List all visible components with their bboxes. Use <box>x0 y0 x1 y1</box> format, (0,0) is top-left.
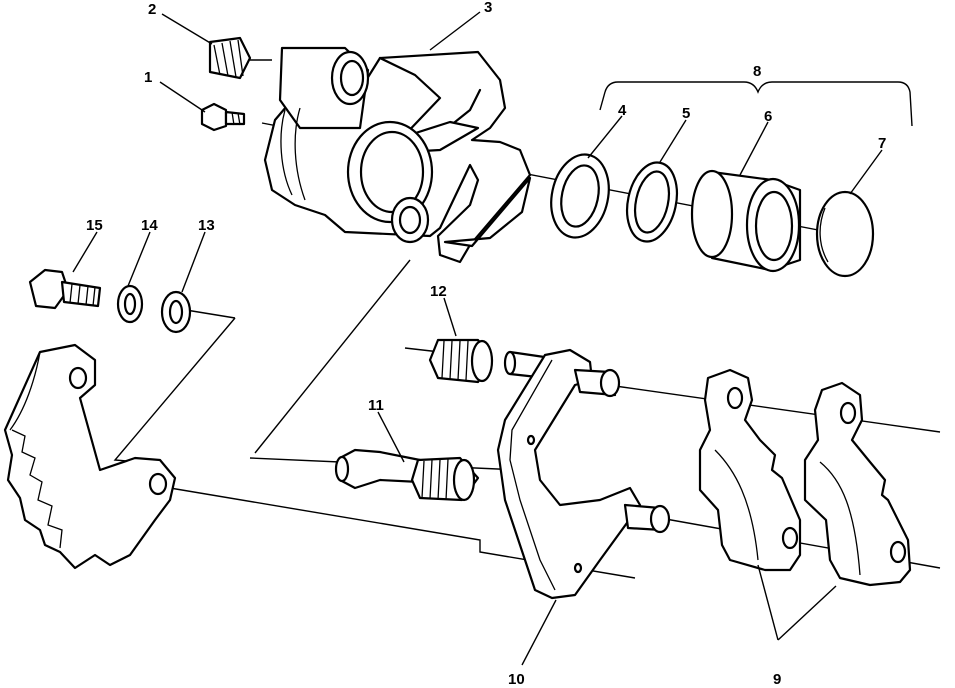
mounting-bolt <box>28 268 102 310</box>
piston <box>690 169 802 273</box>
callout-1: 1 <box>144 69 152 86</box>
lower-pin-boot <box>410 456 480 502</box>
bleed-plug <box>208 36 252 80</box>
lock-washer <box>116 284 144 324</box>
caliper-body <box>263 46 532 264</box>
upper-pin-boot <box>428 338 494 384</box>
callout-11: 11 <box>368 397 384 414</box>
callout-10: 10 <box>508 671 525 688</box>
callout-3: 3 <box>484 0 492 16</box>
callout-6: 6 <box>764 108 772 125</box>
piston-seal <box>550 153 610 239</box>
callout-14: 14 <box>141 217 158 234</box>
brake-pad-outer <box>803 381 912 587</box>
callout-8: 8 <box>753 63 761 80</box>
caliper-bracket <box>496 348 671 600</box>
knuckle-mount <box>3 343 177 570</box>
callout-13: 13 <box>198 217 215 234</box>
callout-7: 7 <box>878 135 886 152</box>
piston-cap <box>815 190 875 278</box>
callout-4: 4 <box>618 102 627 119</box>
dust-seal <box>625 161 679 243</box>
bleeder-screw <box>200 102 246 132</box>
callouts: 1 2 3 4 5 6 7 8 9 10 11 12 13 14 15 <box>86 0 886 688</box>
callout-12: 12 <box>430 283 447 300</box>
brake-pad-inner <box>698 368 802 572</box>
callout-2: 2 <box>148 1 156 18</box>
lower-slide-pin <box>334 448 422 490</box>
leader-lines <box>72 11 913 666</box>
callout-5: 5 <box>682 105 690 122</box>
callout-9: 9 <box>773 671 781 688</box>
flat-washer <box>160 290 192 334</box>
callout-15: 15 <box>86 217 103 234</box>
